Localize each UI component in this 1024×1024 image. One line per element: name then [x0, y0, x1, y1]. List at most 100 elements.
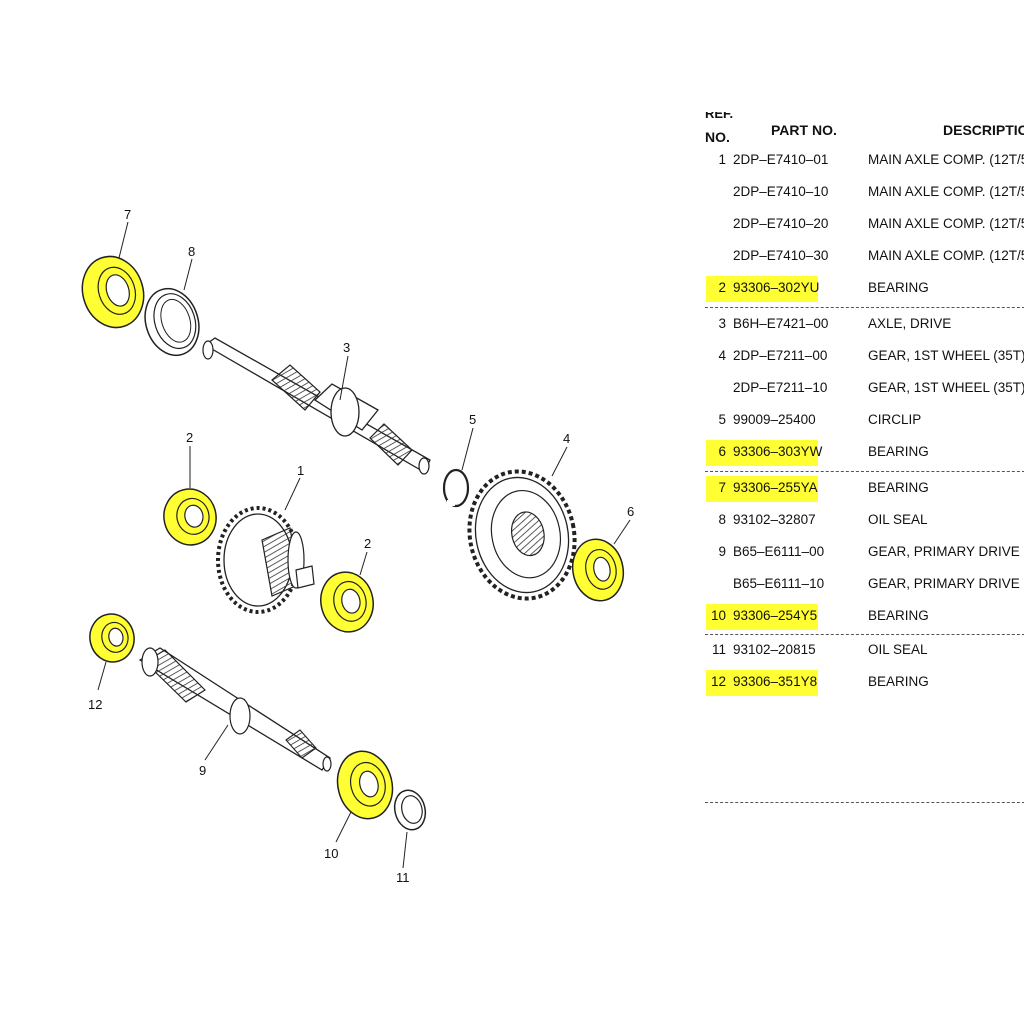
circlip-5[interactable]	[442, 468, 470, 508]
callout-8: 8	[188, 244, 195, 259]
description: BEARING	[868, 444, 929, 459]
table-row[interactable]: 12 93306–351Y8 BEARING	[705, 670, 1024, 698]
header-ref-no: NO.	[705, 129, 730, 145]
description: MAIN AXLE COMP. (12T/5	[868, 152, 1024, 167]
highlight-marker	[706, 604, 818, 630]
ref-number: 3	[718, 316, 726, 331]
description: MAIN AXLE COMP. (12T/5	[868, 216, 1024, 231]
description: BEARING	[868, 480, 929, 495]
part-number: 2DP–E7211–10	[733, 380, 828, 395]
description: AXLE, DRIVE	[868, 316, 952, 331]
description: GEAR, 1ST WHEEL (35T)	[868, 348, 1024, 363]
part-number: 2DP–E7410–01	[733, 152, 829, 167]
row-separator	[705, 471, 1024, 472]
highlight-marker	[706, 476, 818, 502]
part-number: 93102–20815	[733, 642, 816, 657]
table-row[interactable]: 9 B65–E6111–00 GEAR, PRIMARY DRIVE (	[705, 544, 1024, 568]
table-row[interactable]: 11 93102–20815 OIL SEAL	[705, 642, 1024, 666]
table-row[interactable]: 2DP–E7211–10 GEAR, 1ST WHEEL (35T)	[705, 380, 1024, 404]
header-description: DESCRIPTIC	[943, 122, 1024, 138]
ref-number: 1	[718, 152, 726, 167]
ref-number: 12	[710, 674, 726, 689]
callout-2: 2	[364, 536, 371, 551]
description: GEAR, 1ST WHEEL (35T)	[868, 380, 1024, 395]
table-row[interactable]: 4 2DP–E7211–00 GEAR, 1ST WHEEL (35T)	[705, 348, 1024, 372]
callout-10: 10	[324, 846, 338, 861]
ref-number: 2	[718, 280, 726, 295]
main-axle-comp-1[interactable]	[216, 506, 315, 614]
callout-5: 5	[469, 412, 476, 427]
row-separator	[705, 634, 1024, 635]
header-part-no: PART NO.	[771, 122, 837, 138]
bearing-12[interactable]	[85, 610, 138, 666]
table-row[interactable]: 8 93102–32807 OIL SEAL	[705, 512, 1024, 536]
part-number: 2DP–E7410–10	[733, 184, 829, 199]
callout-9: 9	[199, 763, 206, 778]
description: MAIN AXLE COMP. (12T/5	[868, 248, 1024, 263]
drive-axle-3[interactable]	[202, 337, 431, 475]
part-number: 2DP–E7211–00	[733, 348, 828, 363]
table-row[interactable]: 1 2DP–E7410–01 MAIN AXLE COMP. (12T/5	[705, 152, 1024, 176]
oil-seal-8[interactable]	[137, 282, 207, 363]
table-row[interactable]: 5 99009–25400 CIRCLIP	[705, 412, 1024, 436]
ref-number: 11	[711, 642, 726, 657]
gear-1st-wheel-4[interactable]	[458, 462, 586, 609]
ref-number: 4	[718, 348, 726, 363]
description: GEAR, PRIMARY DRIVE (	[868, 576, 1024, 591]
header-ref-top: REF.	[705, 112, 734, 121]
description: OIL SEAL	[868, 642, 928, 657]
ref-number: 5	[718, 412, 726, 427]
bearing-6[interactable]	[567, 534, 629, 605]
part-number: 93306–303YW	[733, 444, 823, 459]
part-number: 2DP–E7410–30	[733, 248, 829, 263]
description: OIL SEAL	[868, 512, 928, 527]
part-number: 93306–255YA	[733, 480, 818, 495]
ref-number: 8	[718, 512, 726, 527]
ref-number: 9	[718, 544, 726, 559]
bearing-2-left[interactable]	[159, 484, 222, 550]
description: GEAR, PRIMARY DRIVE (	[868, 544, 1024, 559]
row-separator	[705, 307, 1024, 308]
ref-number: 10	[710, 608, 726, 623]
part-number: 93102–32807	[733, 512, 816, 527]
callout-4: 4	[563, 431, 570, 446]
part-number: 99009–25400	[733, 412, 816, 427]
oil-seal-11[interactable]	[391, 787, 430, 833]
description: CIRCLIP	[868, 412, 922, 427]
table-row[interactable]: 3 B6H–E7421–00 AXLE, DRIVE	[705, 316, 1024, 340]
description: BEARING	[868, 280, 929, 295]
description: BEARING	[868, 674, 929, 689]
part-number: 93306–351Y8	[733, 674, 818, 689]
callout-11: 11	[396, 870, 410, 885]
description: BEARING	[868, 608, 929, 623]
part-number: B6H–E7421–00	[733, 316, 829, 331]
table-row[interactable]: 2 93306–302YU BEARING	[705, 276, 1024, 304]
highlight-marker	[706, 440, 818, 466]
parts-table: REF. NO. PART NO. DESCRIPTIC 1 2DP–E7410–…	[705, 112, 1024, 832]
callout-1: 1	[297, 463, 304, 478]
callout-3: 3	[343, 340, 350, 355]
description: MAIN AXLE COMP. (12T/5	[868, 184, 1024, 199]
part-number: 93306–302YU	[733, 280, 820, 295]
exploded-parts-diagram: 7 8 3 2 1 5 4 2 6 12 9 10 11	[73, 207, 634, 885]
highlight-marker	[706, 276, 818, 302]
callout-6: 6	[627, 504, 634, 519]
table-row[interactable]: 2DP–E7410–10 MAIN AXLE COMP. (12T/5	[705, 184, 1024, 208]
callout-2: 2	[186, 430, 193, 445]
bearing-2-right[interactable]	[315, 567, 378, 637]
highlight-marker	[706, 670, 818, 696]
table-row[interactable]: 2DP–E7410–20 MAIN AXLE COMP. (12T/5	[705, 216, 1024, 240]
row-separator	[705, 802, 1024, 803]
part-number: B65–E6111–00	[733, 544, 825, 559]
part-number: 2DP–E7410–20	[733, 216, 829, 231]
primary-drive-gear-9[interactable]	[138, 647, 332, 772]
bearing-7[interactable]	[73, 248, 152, 335]
bearing-10[interactable]	[331, 745, 400, 824]
callout-12: 12	[88, 697, 102, 712]
table-row[interactable]: 2DP–E7410–30 MAIN AXLE COMP. (12T/5	[705, 248, 1024, 272]
callout-7: 7	[124, 207, 131, 222]
